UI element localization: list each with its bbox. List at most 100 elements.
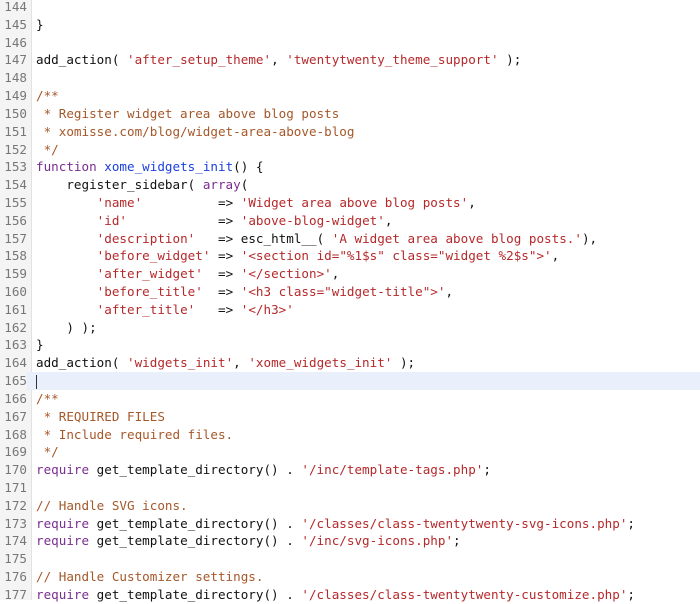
token-plain: => esc_html__( xyxy=(195,230,332,246)
code-line[interactable]: 157 'description' => esc_html__( 'A widg… xyxy=(0,230,700,248)
code-line[interactable]: 175 xyxy=(0,550,700,568)
code-line[interactable]: 171 xyxy=(0,479,700,497)
code-line[interactable]: 152 */ xyxy=(0,141,700,159)
token-string: 'widgets_init' xyxy=(127,355,234,371)
line-code: 'name' => 'Widget area above blog posts'… xyxy=(36,194,476,212)
code-line[interactable]: 172// Handle SVG icons. xyxy=(0,497,700,515)
line-code: // Handle Customizer settings. xyxy=(36,568,263,586)
line-code: register_sidebar( array( xyxy=(36,176,248,194)
line-number: 161 xyxy=(4,301,27,317)
line-number: 169 xyxy=(4,444,27,460)
token-string: 'name' xyxy=(96,194,143,210)
line-code: * Include required files. xyxy=(36,426,234,444)
code-line[interactable]: 155 'name' => 'Widget area above blog po… xyxy=(0,194,700,212)
code-line[interactable]: 145} xyxy=(0,16,700,34)
token-plain: , xyxy=(331,266,340,282)
token-string: '/inc/template-tags.php' xyxy=(301,462,484,478)
token-plain: => xyxy=(210,248,241,264)
code-line[interactable]: 158 'before_widget' => '<section id="%1$… xyxy=(0,247,700,265)
token-comment: * Include required files. xyxy=(36,426,234,442)
line-number: 144 xyxy=(4,0,27,14)
code-line[interactable]: 162 ) ); xyxy=(0,319,700,337)
line-number: 155 xyxy=(4,194,27,210)
code-line[interactable]: 151 * xomisse.com/blog/widget-area-above… xyxy=(0,123,700,141)
token-plain: , xyxy=(551,248,560,264)
line-number: 154 xyxy=(4,177,27,193)
token-keyword: array xyxy=(202,177,241,193)
token-string: '</section>' xyxy=(240,266,332,282)
token-plain: => xyxy=(202,266,241,282)
code-line[interactable]: 144 xyxy=(0,0,700,16)
token-plain: => xyxy=(202,284,241,299)
line-number: 159 xyxy=(4,266,27,282)
token-string: 'before_widget' xyxy=(96,248,211,264)
line-code: * Register widget area above blog posts xyxy=(36,105,340,123)
line-code: 'before_title' => '<h3 class="widget-tit… xyxy=(36,283,453,301)
token-comment: */ xyxy=(36,444,59,460)
token-plain: , xyxy=(271,52,287,68)
token-plain: => xyxy=(142,194,241,210)
code-line[interactable]: 166/** xyxy=(0,390,700,408)
token-comment: * REQUIRED FILES xyxy=(36,408,165,424)
code-line[interactable]: 154 register_sidebar( array( xyxy=(0,176,700,194)
line-code: // Handle SVG icons. xyxy=(36,497,188,515)
token-plain: } xyxy=(36,16,44,32)
line-number-gutter xyxy=(0,0,32,600)
token-plain: , xyxy=(445,284,454,299)
code-line[interactable]: 167 * REQUIRED FILES xyxy=(0,408,700,426)
code-line[interactable]: 161 'after_title' => '</h3>' xyxy=(0,301,700,319)
token-string: 'twentytwenty_theme_support' xyxy=(286,52,499,68)
code-line[interactable]: 156 'id' => 'above-blog-widget', xyxy=(0,212,700,230)
line-number: 150 xyxy=(4,105,27,121)
code-line[interactable]: 168 * Include required files. xyxy=(0,426,700,444)
code-line[interactable]: 149/** xyxy=(0,87,700,105)
token-keyword: require xyxy=(36,586,90,602)
code-line[interactable]: 160 'before_title' => '<h3 class="widget… xyxy=(0,283,700,301)
code-line[interactable]: 146 xyxy=(0,34,700,52)
code-line[interactable]: 159 'after_widget' => '</section>', xyxy=(0,265,700,283)
line-code: function xome_widgets_init() { xyxy=(36,158,264,176)
token-string: 'after_title' xyxy=(96,301,196,317)
code-line[interactable]: 163} xyxy=(0,336,700,354)
token-plain: , xyxy=(468,194,476,210)
token-plain: ) ); xyxy=(36,319,97,335)
code-line[interactable]: 169 */ xyxy=(0,443,700,461)
token-comment: /** xyxy=(36,390,59,406)
line-number: 164 xyxy=(4,355,27,371)
token-plain xyxy=(36,213,97,228)
token-plain: () { xyxy=(233,159,264,175)
code-line[interactable]: 148 xyxy=(0,69,700,87)
token-plain: => xyxy=(127,212,241,228)
token-comment: * xomisse.com/blog/widget-area-above-blo… xyxy=(36,123,355,139)
line-code: */ xyxy=(36,141,59,159)
line-number: 157 xyxy=(4,230,27,246)
line-number: 171 xyxy=(4,479,27,495)
text-cursor xyxy=(36,374,37,389)
line-code: /** xyxy=(36,390,59,408)
line-code: require get_template_directory() . '/inc… xyxy=(36,532,461,550)
line-code: } xyxy=(36,16,44,34)
code-line-current[interactable]: 165 xyxy=(0,372,700,390)
token-plain: => xyxy=(195,301,241,317)
token-plain xyxy=(36,231,97,246)
token-plain: ; xyxy=(627,586,636,602)
code-line[interactable]: 176// Handle Customizer settings. xyxy=(0,568,700,586)
token-plain xyxy=(36,302,97,317)
line-code: 'after_title' => '</h3>' xyxy=(36,301,294,319)
code-line[interactable]: 150 * Register widget area above blog po… xyxy=(0,105,700,123)
token-plain: get_template_directory() . xyxy=(89,462,302,478)
token-plain: ; xyxy=(453,533,461,549)
token-plain: add_action( xyxy=(36,52,127,68)
token-string: '/inc/svg-icons.php' xyxy=(301,533,454,549)
line-number: 167 xyxy=(4,408,27,424)
token-string: 'description' xyxy=(96,230,196,246)
token-plain: ); xyxy=(498,52,522,68)
token-comment: * Register widget area above blog posts xyxy=(36,105,340,121)
